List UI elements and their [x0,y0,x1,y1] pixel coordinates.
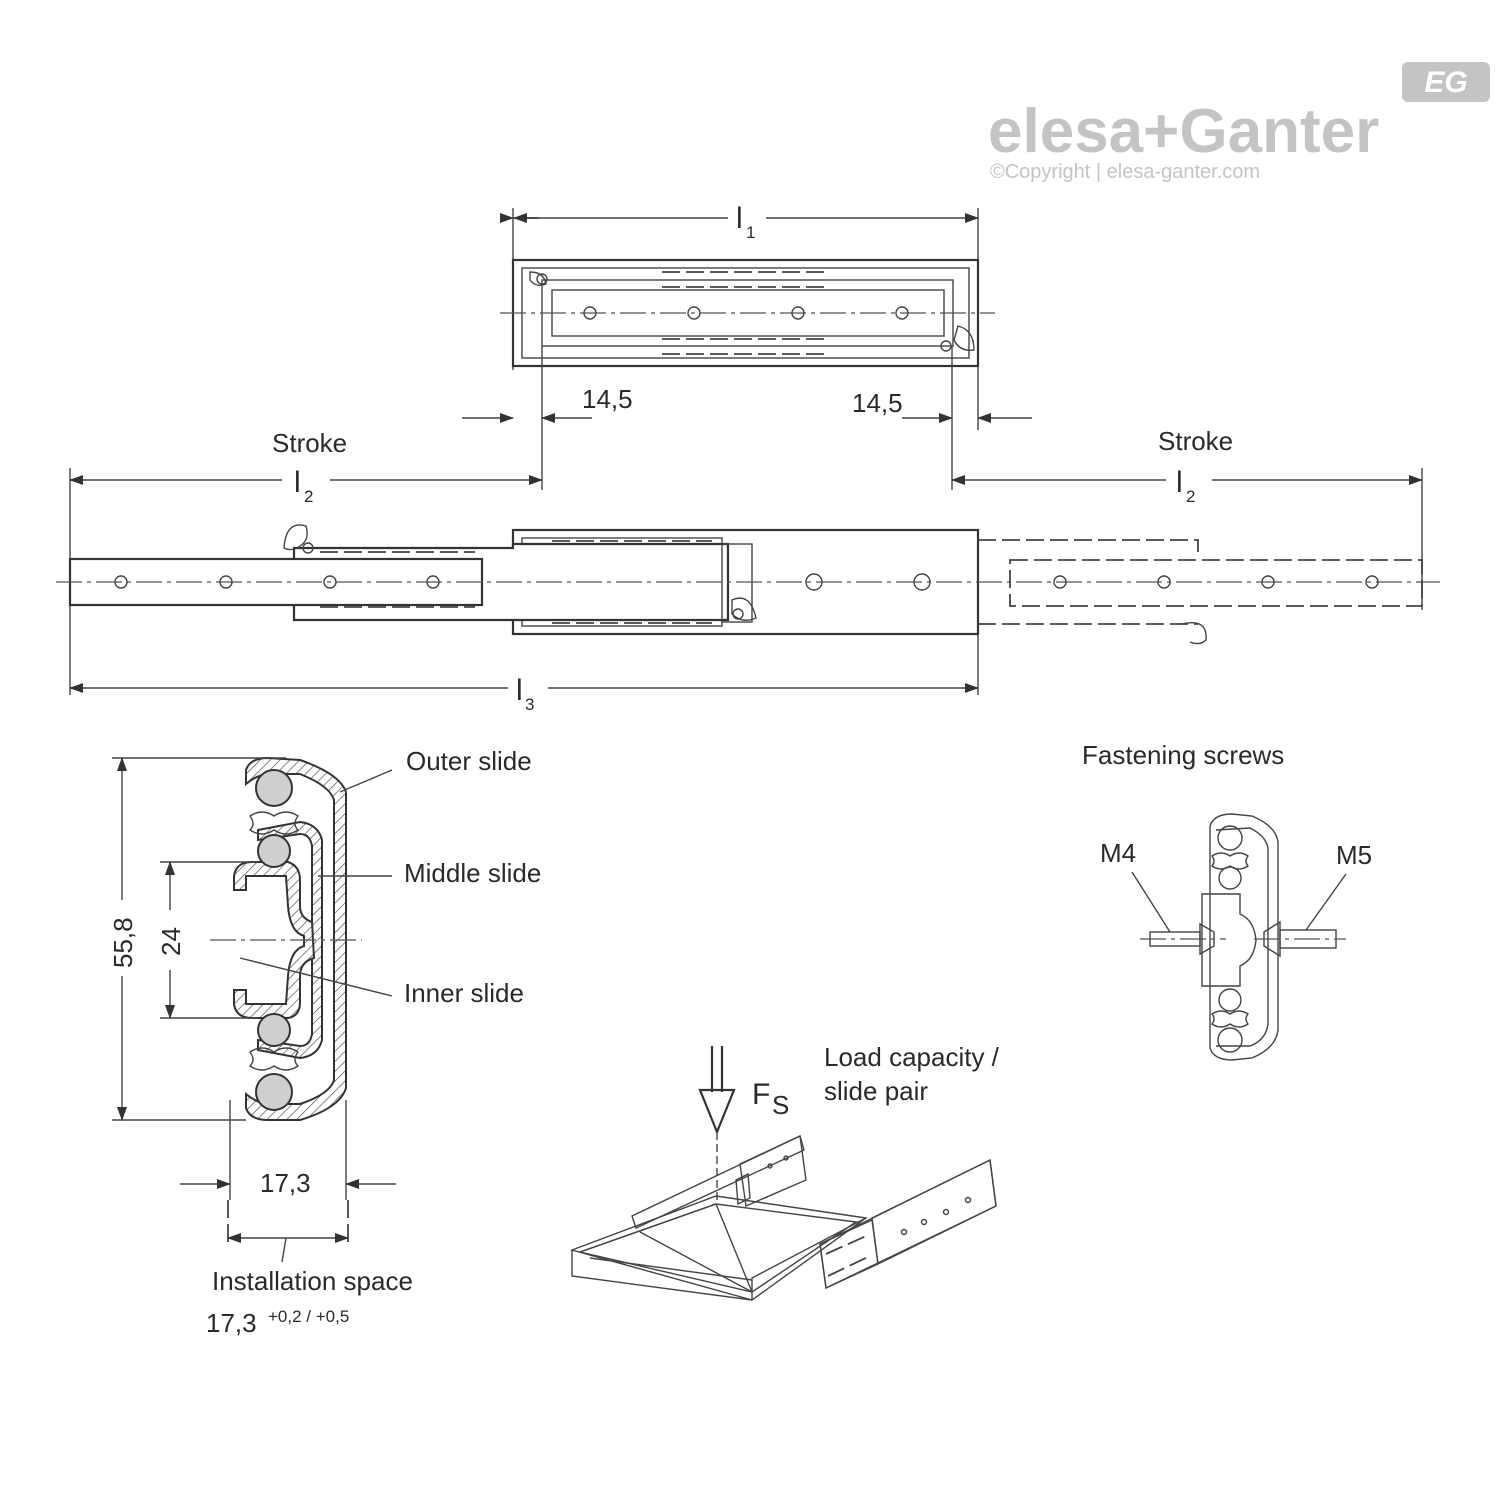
brand-name: elesa+Ganter [988,97,1379,166]
dim-height: 55,8 [108,917,138,968]
dim-l1: l [736,202,743,235]
brand-logo: EG elesa+Ganter ©Copyright | elesa-gante… [988,62,1490,183]
dim-l2-right-sub: 2 [1186,487,1195,506]
dim-l2-left-sub: 2 [304,487,313,506]
stroke-left-label: Stroke [272,428,347,458]
installation-tolerance: +0,2 / +0,5 [268,1307,349,1326]
load-caption-line1: Load capacity / [824,1042,1000,1072]
screw-m5-label: M5 [1336,840,1372,870]
fastening-screws-view: Fastening screws M4 M5 [1082,740,1372,1061]
dim-l3-sub: 3 [525,695,534,714]
stroke-dimensions: Stroke Stroke l 2 l 2 [69,426,1423,695]
installation-value: 17,3 [206,1308,257,1338]
top-view-retracted: l 1 14,5 14,5 [462,202,1032,490]
dim-l3: l [516,674,523,707]
dim-l2-right: l [1176,466,1183,499]
cross-section: 55,8 24 Outer slide Middle slide Inner s… [108,746,541,1338]
dim-gap-right: 14,5 [852,388,903,418]
installation-label: Installation space [212,1266,413,1296]
load-capacity-view: F S Load capacity / slide pair [569,1042,1000,1301]
dim-width: 17,3 [260,1168,311,1198]
force-subscript: S [772,1090,789,1120]
extended-view: l 3 [56,524,1440,714]
copyright-text: ©Copyright | elesa-ganter.com [990,161,1260,183]
eg-badge-text: EG [1424,66,1467,99]
label-inner-slide: Inner slide [404,978,524,1008]
dim-l2-left: l [294,466,301,499]
dim-l1-sub: 1 [746,223,755,242]
screw-m4-label: M4 [1100,838,1136,868]
eg-badge: EG [1402,62,1490,102]
load-caption-line2: slide pair [824,1076,928,1106]
fastening-title: Fastening screws [1082,740,1284,770]
label-outer-slide: Outer slide [406,746,532,776]
label-middle-slide: Middle slide [404,858,541,888]
stroke-right-label: Stroke [1158,426,1233,456]
dim-hole-spacing: 24 [156,927,186,956]
force-symbol: F [752,1078,770,1111]
dim-gap-left: 14,5 [582,384,633,414]
